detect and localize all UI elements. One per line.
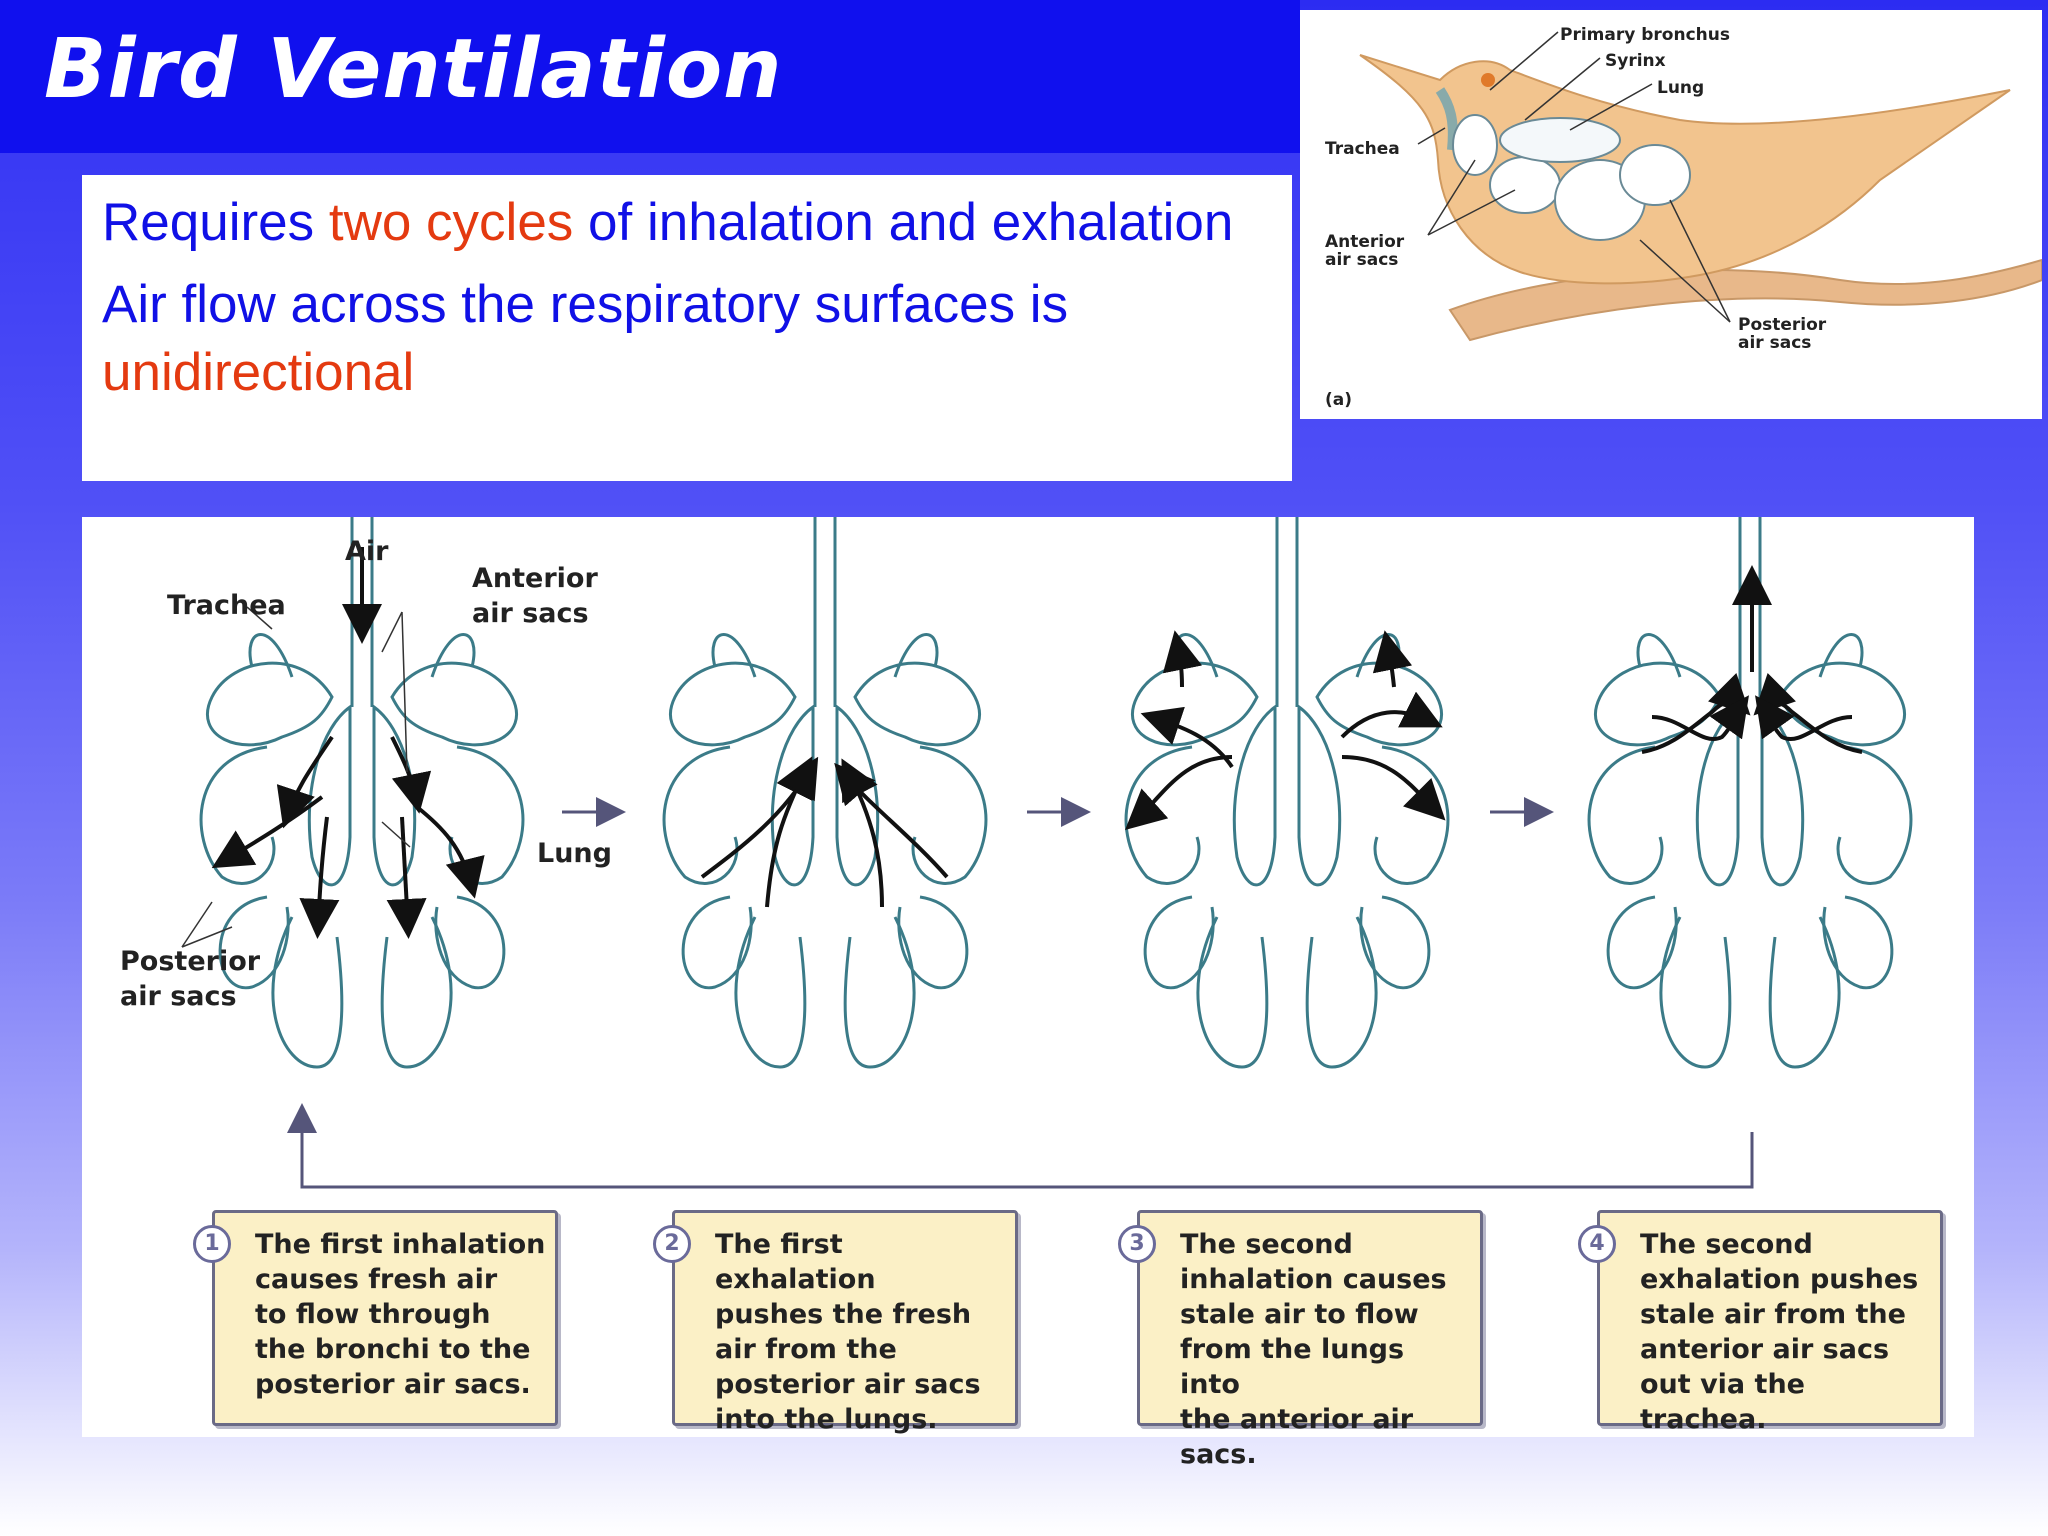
flow-arrow [1162,630,1203,688]
lungs-panel-2 [662,517,988,1069]
label-posterior-1: Posterior [1738,315,1827,335]
bullet-1-highlight: two cycles [328,193,574,252]
label-anterior-1: Anterior [472,563,598,594]
bullet-box: Requires two cycles of inhalation and ex… [82,175,1292,481]
flow-arrow [834,762,949,879]
label-lung: Lung [537,838,612,869]
step-1-number: 1 [193,1225,231,1263]
title-band [0,0,1300,153]
flow-arrow [1125,755,1233,830]
step-2-text: The first exhalation pushes the fresh ai… [715,1229,981,1435]
ventilation-cycle-diagram: Air Trachea Anterior air sacs Lung Poste… [82,517,1974,1470]
leader-line [1427,159,1476,236]
step-3-number: 3 [1118,1225,1156,1263]
step-3-text: The second inhalation causes stale air t… [1180,1229,1447,1470]
anterior-sac-shape [1452,114,1498,176]
label-anterior-2: air sacs [472,598,589,629]
leader-line [1489,31,1559,91]
leader-line [381,821,411,848]
label-anterior-2: air sacs [1325,250,1398,270]
anterior-sac-shape [1489,156,1561,214]
flow-arrow [1651,695,1749,741]
bullet-2: Air flow across the respiratory surfaces… [102,271,1272,407]
leader-line [1639,239,1731,323]
ventilation-svg: Air Trachea Anterior air sacs Lung Poste… [120,517,1913,1189]
flow-arrow [299,816,340,939]
leader-line [246,606,273,630]
leader-line [1569,83,1653,131]
label-panel-a: (a) [1325,390,1352,410]
leader-line [381,611,403,653]
flow-arrow [700,756,819,879]
leader-line [401,611,408,773]
step-4-number: 4 [1578,1225,1616,1263]
step-3-box: 3 The second inhalation causes stale air… [1118,1210,1483,1470]
leader-line [1417,127,1446,145]
label-posterior-1: Posterior [120,946,261,977]
label-trachea: Trachea [167,590,286,621]
flow-arrow [1340,691,1443,739]
leader-line [181,901,213,948]
flow-arrow [1140,706,1234,769]
step-1-text: The first inhalation causes fresh air to… [255,1229,546,1400]
step-4-box: 4 The second exhalation pushes stale air… [1578,1210,1943,1435]
flow-arrow [1755,695,1853,741]
leader-line [1427,189,1516,236]
label-posterior-2: air sacs [1738,333,1811,353]
bird-anatomy-svg: Primary bronchus Syrinx Lung Trachea Ant… [1325,25,2042,410]
flow-arrow [211,795,324,869]
label-lung: Lung [1657,78,1704,98]
slide-title: Bird Ventilation [44,22,783,117]
flow-arrow [276,735,334,829]
leader-line [1669,199,1731,323]
bullet-2-highlight: unidirectional [102,343,415,402]
bullet-1-pre: Requires [102,193,329,252]
bullet-1-post: of inhalation and exhalation [573,193,1234,252]
label-posterior-2: air sacs [120,981,237,1012]
bullet-2-pre: Air flow across the respiratory surfaces… [102,275,1069,334]
label-syrinx: Syrinx [1605,51,1666,71]
step-2-box: 2 The first exhalation pushes the fresh … [653,1210,1018,1435]
step-2-number: 2 [653,1225,691,1263]
leader-line [1524,57,1601,121]
lungs-panel-3 [1124,517,1450,1069]
lung-shape [1499,117,1621,163]
flow-arrow [1372,630,1413,688]
label-trachea: Trachea [1325,139,1400,159]
label-primary-bronchus: Primary bronchus [1560,25,1730,45]
bird-anatomy-figure: Primary bronchus Syrinx Lung Trachea Ant… [1300,10,2042,419]
step-1-box: 1 The first inhalation causes fresh air … [193,1210,558,1426]
label-anterior-1: Anterior [1325,232,1405,252]
flow-arrow [390,736,432,814]
label-air: Air [345,536,389,567]
flow-arrow [415,805,485,899]
leader-line [181,926,233,948]
step-4-text: The second exhalation pushes stale air f… [1640,1229,1919,1435]
bullet-1: Requires two cycles of inhalation and ex… [102,189,1272,257]
flow-arrow [1341,755,1446,821]
cycle-return-arrow [287,1103,1754,1189]
posterior-sac-shape [1619,144,1691,206]
flow-arrow [386,816,427,939]
bird-eye-shape [1481,73,1495,87]
